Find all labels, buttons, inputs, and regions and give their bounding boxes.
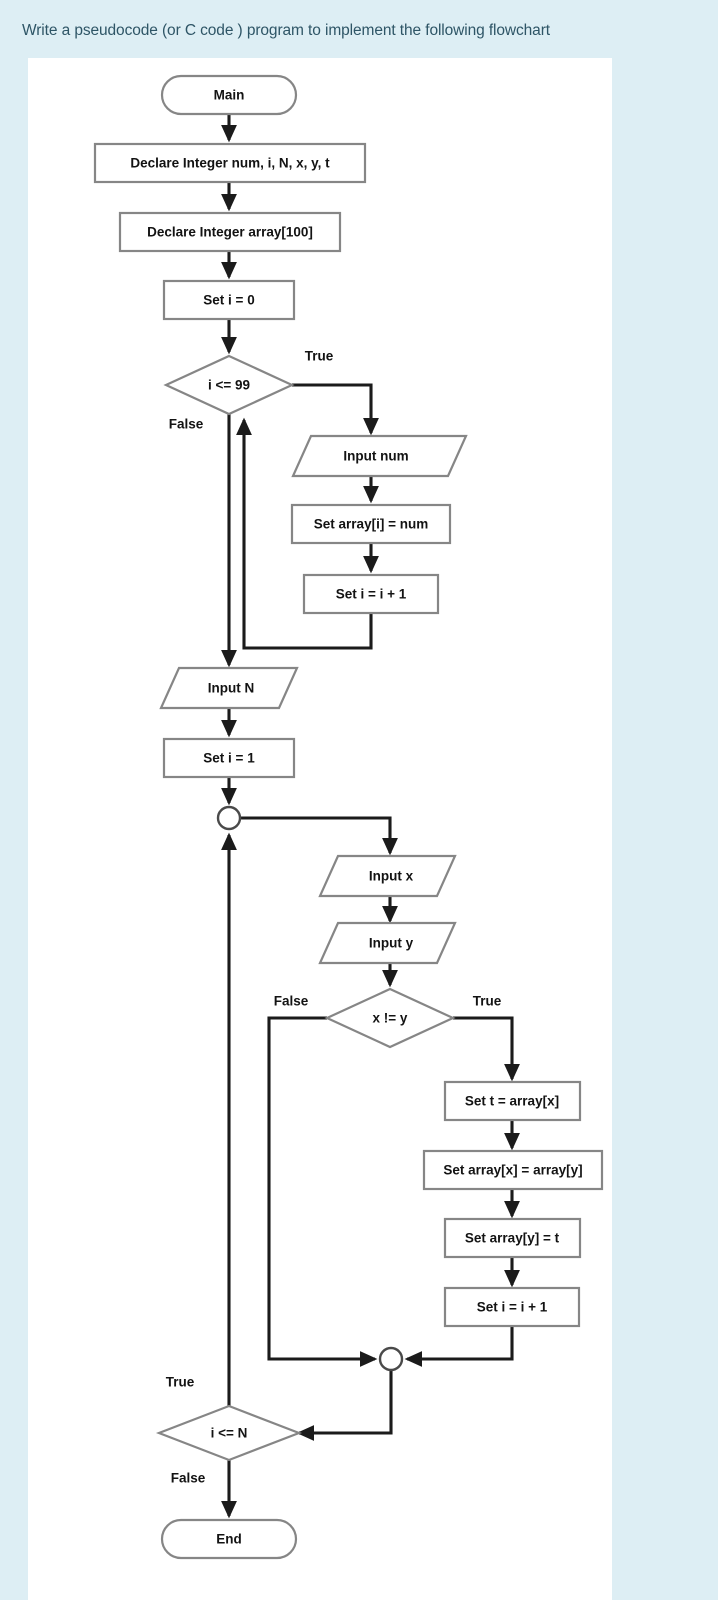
- node-increment-i-first-label: Set i = i + 1: [336, 587, 407, 602]
- label-false-i-le-n: False: [171, 1471, 206, 1486]
- flowchart-svg: Main Declare Integer num, i, N, x, y, t …: [93, 74, 604, 1560]
- edge-cond99-true-inputnum: [292, 383, 380, 436]
- branch-labels: True False False True True False: [166, 349, 502, 1486]
- node-set-i-one-label: Set i = 1: [203, 751, 255, 766]
- node-input-num-label: Input num: [343, 449, 408, 464]
- node-set-i-zero-label: Set i = 0: [203, 293, 254, 308]
- node-set-t: Set t = array[x]: [443, 1080, 582, 1122]
- edge-inci2-connbottom: [404, 1326, 514, 1368]
- edge-inci1-loopback: [235, 417, 373, 650]
- label-true-i-le-n: True: [166, 1375, 195, 1390]
- node-set-t-label: Set t = array[x]: [465, 1094, 559, 1109]
- node-declare-array: Declare Integer array[100]: [118, 211, 342, 253]
- node-set-i-one: Set i = 1: [162, 737, 296, 779]
- node-input-num: Input num: [291, 434, 468, 478]
- node-decision-i-le-99-label: i <= 99: [208, 378, 250, 393]
- node-set-array-x: Set array[x] = array[y]: [422, 1149, 604, 1191]
- node-decision-i-le-n: i <= N: [155, 1404, 303, 1462]
- node-input-x-label: Input x: [369, 869, 414, 884]
- node-main: Main: [160, 74, 298, 116]
- node-input-x: Input x: [318, 854, 457, 898]
- node-input-n: Input N: [159, 666, 299, 710]
- node-increment-i-first: Set i = i + 1: [302, 573, 440, 615]
- node-set-i-zero: Set i = 0: [162, 279, 296, 321]
- edge-connbottom-condiN: [296, 1370, 393, 1442]
- edge-condxy-true-sett: [453, 1016, 521, 1082]
- label-true-x-ne-y: True: [473, 994, 502, 1009]
- node-declare-scalars: Declare Integer num, i, N, x, y, t: [93, 142, 367, 184]
- label-false-i-le-99: False: [169, 417, 204, 432]
- node-main-label: Main: [214, 88, 245, 103]
- node-decision-i-le-99: i <= 99: [163, 354, 295, 416]
- node-increment-i-second-label: Set i = i + 1: [477, 1300, 548, 1315]
- node-increment-i-second: Set i = i + 1: [443, 1286, 581, 1328]
- label-true-i-le-99: True: [305, 349, 334, 364]
- node-input-y-label: Input y: [369, 936, 414, 951]
- node-set-array-y: Set array[y] = t: [443, 1217, 582, 1259]
- node-decision-i-le-n-label: i <= N: [211, 1426, 248, 1441]
- question-prompt: Write a pseudocode (or C code ) program …: [22, 22, 550, 39]
- node-connector-loop-head: [216, 805, 242, 831]
- node-declare-array-label: Declare Integer array[100]: [147, 225, 313, 240]
- node-connector-merge: [378, 1346, 404, 1372]
- flow-edges: [220, 114, 521, 1519]
- node-decision-x-ne-y-label: x != y: [373, 1011, 408, 1026]
- node-decision-x-ne-y: x != y: [324, 987, 456, 1049]
- node-input-n-label: Input N: [208, 681, 255, 696]
- edge-condxy-false-connbottom: [267, 1016, 378, 1368]
- node-declare-scalars-label: Declare Integer num, i, N, x, y, t: [130, 156, 330, 171]
- node-end-label: End: [216, 1532, 242, 1547]
- node-set-array-y-label: Set array[y] = t: [465, 1231, 560, 1246]
- edge-conntop-inputx: [240, 816, 399, 856]
- label-false-x-ne-y: False: [274, 994, 309, 1009]
- node-set-array-i-num-label: Set array[i] = num: [314, 517, 428, 532]
- node-set-array-i-num: Set array[i] = num: [290, 503, 452, 545]
- node-end: End: [160, 1518, 298, 1560]
- flowchart-panel: Main Declare Integer num, i, N, x, y, t …: [28, 58, 612, 1600]
- node-set-array-x-label: Set array[x] = array[y]: [443, 1163, 582, 1178]
- node-input-y: Input y: [318, 921, 457, 965]
